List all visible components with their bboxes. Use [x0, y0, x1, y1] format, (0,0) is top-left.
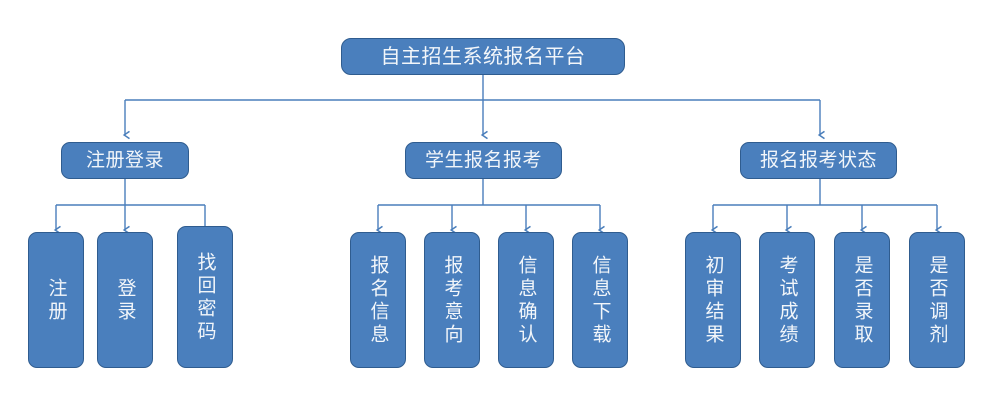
- node-leaf-transfer-or-not[interactable]: 是否调剂: [909, 232, 965, 368]
- node-leaf-register[interactable]: 注册: [28, 232, 84, 368]
- node-branch-application-status[interactable]: 报名报考状态: [740, 142, 897, 179]
- node-leaf-application-info[interactable]: 报名信息: [350, 232, 406, 368]
- node-leaf-retrieve-password[interactable]: 找回密码: [177, 226, 233, 368]
- node-branch-registration-login[interactable]: 注册登录: [61, 142, 189, 179]
- node-leaf-info-download[interactable]: 信息下载: [572, 232, 628, 368]
- node-leaf-info-confirm[interactable]: 信息确认: [498, 232, 554, 368]
- node-leaf-admitted-or-not[interactable]: 是否录取: [834, 232, 890, 368]
- node-branch-student-application[interactable]: 学生报名报考: [405, 142, 562, 179]
- node-root[interactable]: 自主招生系统报名平台: [341, 38, 625, 75]
- node-leaf-exam-intent[interactable]: 报考意向: [424, 232, 480, 368]
- node-leaf-preliminary-result[interactable]: 初审结果: [685, 232, 741, 368]
- node-leaf-exam-score[interactable]: 考试成绩: [759, 232, 815, 368]
- node-leaf-login[interactable]: 登录: [97, 232, 153, 368]
